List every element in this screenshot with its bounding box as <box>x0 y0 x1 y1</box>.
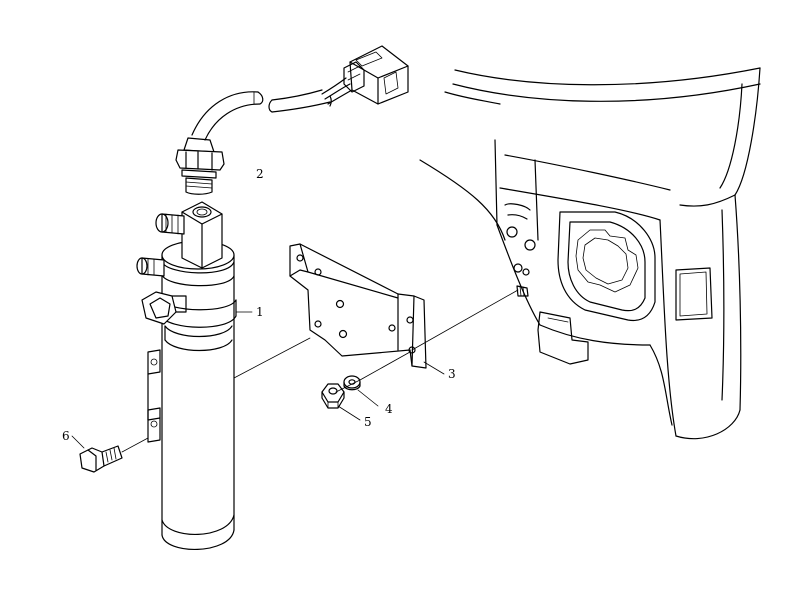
bolt-part-6 <box>79 445 123 473</box>
washer-part-4 <box>343 375 361 391</box>
callout-4: 4 <box>385 402 393 416</box>
pressure-switch-part-2 <box>175 45 409 195</box>
callout-labels: 1 2 3 4 5 6 <box>62 167 456 443</box>
callout-5: 5 <box>364 415 372 429</box>
callout-3: 3 <box>448 367 456 381</box>
vehicle-body-panel <box>419 67 761 440</box>
callout-2: 2 <box>256 167 264 181</box>
assembly-lines <box>71 289 519 453</box>
mounting-bracket-part-3 <box>289 243 427 369</box>
receiver-drier-part-1 <box>136 201 237 551</box>
callout-6: 6 <box>62 429 70 443</box>
nut-part-5 <box>321 383 345 409</box>
callout-1: 1 <box>256 305 264 319</box>
